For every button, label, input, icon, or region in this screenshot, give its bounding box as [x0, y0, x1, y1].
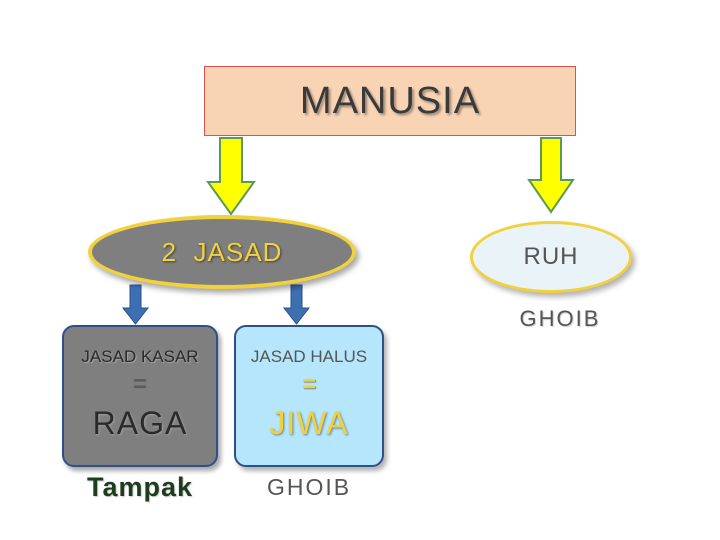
halus-note: GHOIB — [266, 474, 352, 500]
arrow-manusia-to-jasad — [206, 137, 256, 216]
halus-term: JIWA — [269, 405, 349, 441]
jasad-halus-box: JASAD HALUS = JIWA — [234, 325, 384, 467]
halus-equals: = — [301, 371, 316, 398]
ruh-note: GHOIB — [519, 306, 601, 331]
jasad-kasar-box: JASAD KASAR = RAGA — [62, 325, 218, 467]
arrow-jasad-to-kasar — [121, 284, 150, 325]
arrow-manusia-to-ruh — [527, 137, 575, 214]
manusia-box: MANUSIA — [204, 66, 576, 136]
halus-title: JASAD HALUS — [250, 347, 368, 366]
kasar-term: RAGA — [92, 405, 188, 441]
manusia-label: MANUSIA — [299, 79, 481, 122]
jasad-label: 2 JASAD — [161, 236, 283, 267]
kasar-title: JASAD KASAR — [81, 347, 199, 366]
kasar-equals: = — [132, 371, 147, 398]
kasar-note: Tampak — [86, 472, 194, 502]
ruh-ellipse: RUH — [470, 221, 632, 293]
ruh-label: RUH — [523, 243, 579, 270]
jasad-ellipse: 2 JASAD — [88, 215, 356, 289]
arrow-jasad-to-halus — [282, 284, 311, 325]
